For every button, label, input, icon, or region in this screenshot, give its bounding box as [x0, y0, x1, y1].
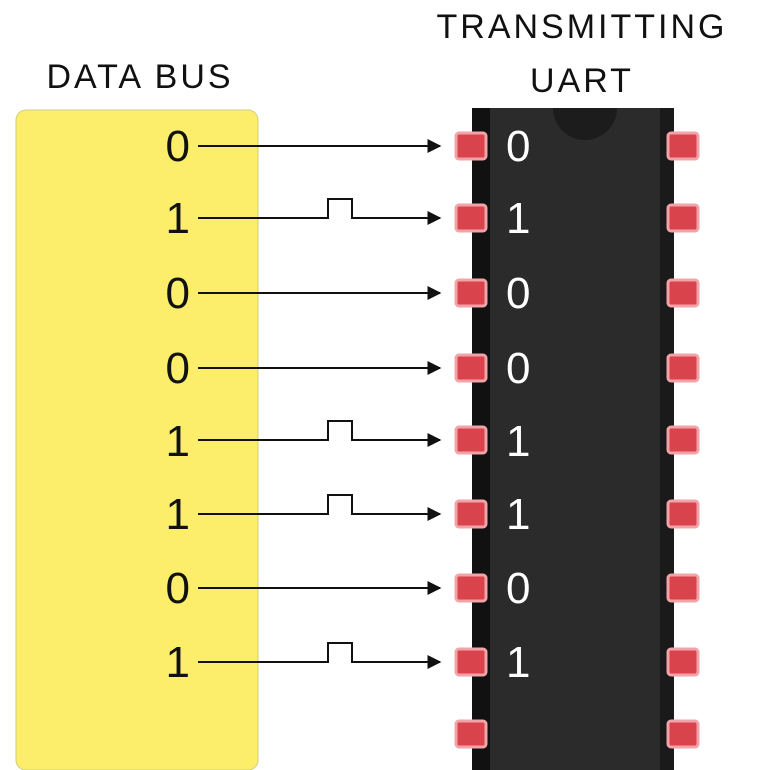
- uart-bit-3: 0: [506, 344, 530, 393]
- signal-lines: [198, 139, 442, 669]
- bus-bit-7: 1: [166, 638, 190, 687]
- left-pin-4: [454, 425, 488, 455]
- uart-bit-4: 1: [506, 417, 530, 466]
- right-pin-8: [666, 719, 700, 749]
- right-pin-0: [666, 131, 700, 161]
- chip-body: [490, 108, 660, 770]
- data-bus-title: DATA BUS: [46, 58, 233, 96]
- left-pin-7: [454, 647, 488, 677]
- left-pin-1: [454, 203, 488, 233]
- bus-bit-4: 1: [166, 417, 190, 466]
- bus-bit-0: 0: [166, 122, 190, 171]
- uart-title-line1: TRANSMITTING: [437, 8, 728, 46]
- left-pin-0: [454, 131, 488, 161]
- bus-bit-6: 0: [166, 564, 190, 613]
- bus-bit-2: 0: [166, 269, 190, 318]
- signal-line-pulse-1: [198, 198, 442, 225]
- left-pin-6: [454, 573, 488, 603]
- left-pin-8: [454, 719, 488, 749]
- signal-line-pulse-7: [198, 642, 442, 669]
- right-pin-4: [666, 425, 700, 455]
- bus-bit-1: 1: [166, 194, 190, 243]
- bus-bit-3: 0: [166, 344, 190, 393]
- uart-bit-1: 1: [506, 194, 530, 243]
- data-bus-bits: 0 1 0 0 1 1 0 1: [166, 122, 190, 687]
- right-pin-6: [666, 573, 700, 603]
- chip-notch: [553, 108, 617, 140]
- right-pin-5: [666, 499, 700, 529]
- right-pin-2: [666, 278, 700, 308]
- right-pin-3: [666, 353, 700, 383]
- uart-bit-6: 0: [506, 564, 530, 613]
- uart-bit-7: 1: [506, 638, 530, 687]
- right-pin-7: [666, 647, 700, 677]
- left-pin-3: [454, 353, 488, 383]
- chip-shadow-right: [658, 108, 674, 770]
- uart-bits: 0 1 0 0 1 1 0 1: [506, 122, 530, 687]
- signal-line-pulse-5: [198, 494, 442, 521]
- bus-bit-5: 1: [166, 490, 190, 539]
- right-pin-1: [666, 203, 700, 233]
- left-pins: [454, 131, 488, 749]
- uart-chip: [472, 108, 674, 770]
- uart-bit-2: 0: [506, 269, 530, 318]
- uart-bit-0: 0: [506, 122, 530, 171]
- left-pin-2: [454, 278, 488, 308]
- signal-line-pulse-4: [198, 420, 442, 447]
- right-pins: [666, 131, 700, 749]
- left-pin-5: [454, 499, 488, 529]
- uart-title-line2: UART: [530, 62, 634, 100]
- uart-bit-5: 1: [506, 490, 530, 539]
